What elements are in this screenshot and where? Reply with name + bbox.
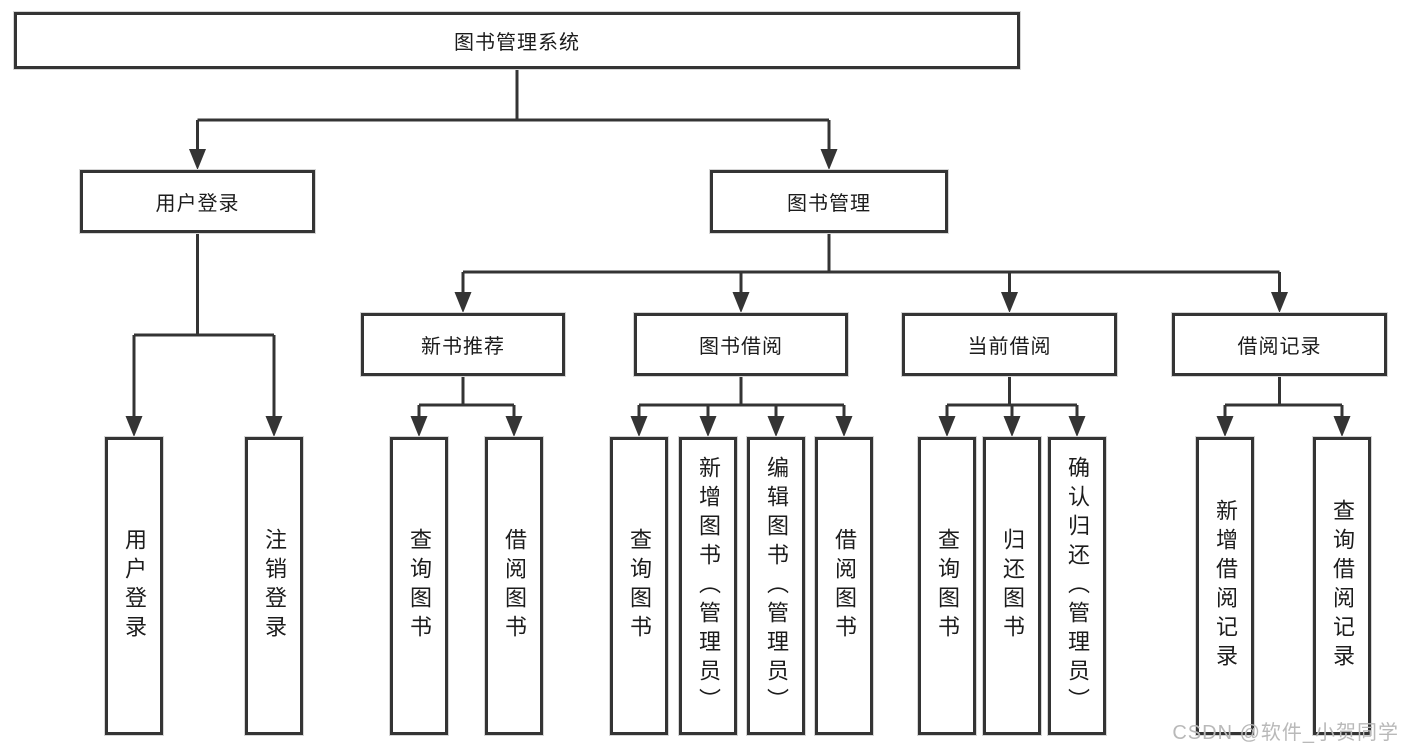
leaf-label: 用户登录 <box>122 528 147 644</box>
node-new-book-recommendation: 新书推荐 <box>361 313 565 376</box>
node-label: 图书借阅 <box>699 336 783 358</box>
leaf-query-borrow-record: 查询借阅记录 <box>1313 437 1371 735</box>
leaf-user-login: 用户登录 <box>105 437 163 735</box>
arrowheads <box>125 149 1351 437</box>
leaf-label: 查询图书 <box>935 528 960 644</box>
leaf-label: 归还图书 <box>1000 528 1025 644</box>
node-label: 当前借阅 <box>967 336 1052 358</box>
csdn-watermark: CSDN @软件_小贺同学 <box>1172 722 1399 744</box>
leaf-label: 新增借阅记录 <box>1213 499 1238 673</box>
node-label: 借阅记录 <box>1237 336 1322 358</box>
leaf-label: 新增图书（管理员） <box>696 455 721 717</box>
node-label: 图书管理 <box>787 193 871 215</box>
leaf-edit-book-admin: 编辑图书（管理员） <box>747 437 805 735</box>
node-label: 用户登录 <box>155 193 240 215</box>
node-current-borrowing: 当前借阅 <box>902 313 1117 376</box>
leaf-add-borrow-record: 新增借阅记录 <box>1196 437 1254 735</box>
leaf-logout: 注销登录 <box>245 437 303 735</box>
node-root-library-management-system: 图书管理系统 <box>14 12 1020 69</box>
leaf-label: 编辑图书（管理员） <box>764 455 789 717</box>
leaf-query-books-current: 查询图书 <box>918 437 976 735</box>
leaf-label: 查询借阅记录 <box>1330 499 1355 673</box>
leaf-return-book: 归还图书 <box>983 437 1041 735</box>
leaf-query-books-borrowing: 查询图书 <box>610 437 668 735</box>
leaf-label: 查询图书 <box>407 528 432 644</box>
leaf-query-books-recommend: 查询图书 <box>390 437 448 735</box>
leaf-borrow-books-borrowing: 借阅图书 <box>815 437 873 735</box>
leaf-label: 确认归还（管理员） <box>1065 455 1090 717</box>
leaf-borrow-books-recommend: 借阅图书 <box>485 437 543 735</box>
node-label: 图书管理系统 <box>454 32 580 54</box>
node-label: 新书推荐 <box>421 336 505 358</box>
leaf-add-book-admin: 新增图书（管理员） <box>679 437 737 735</box>
leaf-confirm-return-admin: 确认归还（管理员） <box>1048 437 1106 735</box>
leaf-label: 注销登录 <box>262 528 287 644</box>
leaf-label: 借阅图书 <box>502 528 527 644</box>
leaf-label: 查询图书 <box>627 528 652 644</box>
node-book-borrowing: 图书借阅 <box>634 313 848 376</box>
node-book-management: 图书管理 <box>710 170 948 233</box>
leaf-label: 借阅图书 <box>832 528 857 644</box>
node-user-login: 用户登录 <box>80 170 315 233</box>
node-borrowing-records: 借阅记录 <box>1172 313 1387 376</box>
